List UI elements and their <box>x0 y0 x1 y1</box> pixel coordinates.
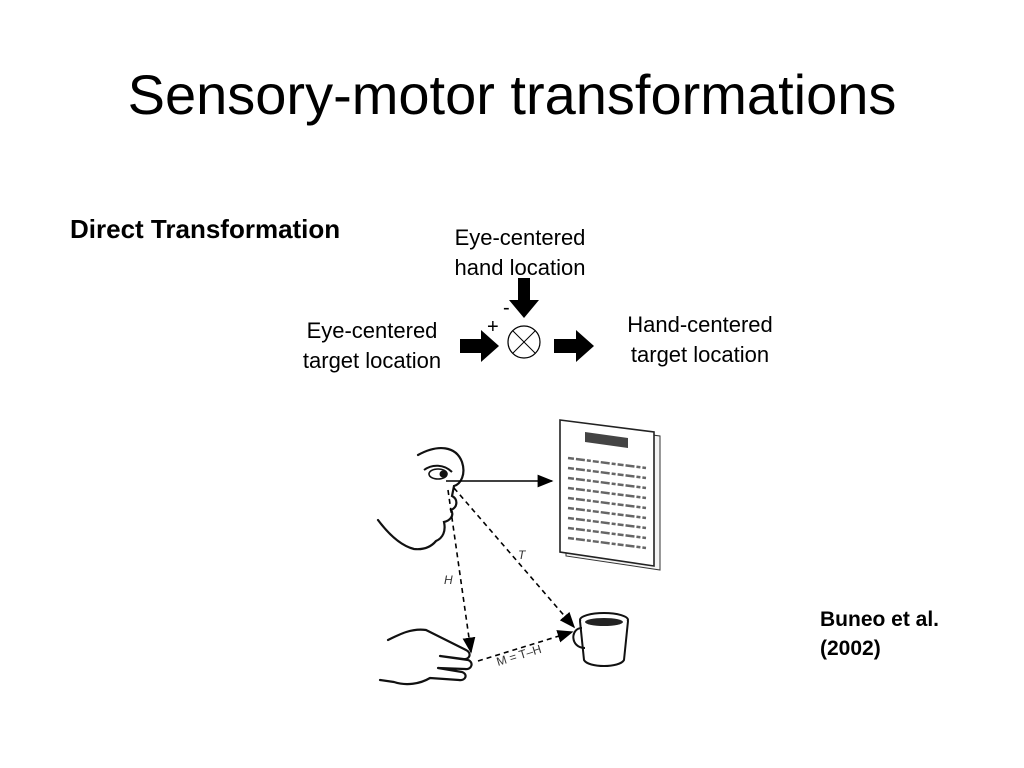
label-line: target location <box>302 348 442 373</box>
label-line: Eye-centered <box>454 225 586 250</box>
citation: Buneo et al. (2002) <box>820 605 939 663</box>
eye-icon <box>423 464 453 480</box>
citation-year: (2002) <box>820 637 881 660</box>
right-arrow-icon <box>460 330 499 362</box>
label-line: Eye-centered <box>306 318 438 343</box>
summing-junction-icon <box>507 325 541 359</box>
label-line: Hand-centered <box>627 312 773 337</box>
section-heading: Direct Transformation <box>70 214 341 244</box>
citation-authors: Buneo et al. <box>820 608 940 631</box>
vector-h-label: H <box>444 573 453 587</box>
label-line: target location <box>630 342 770 367</box>
right-arrow-icon <box>554 330 594 362</box>
document-icon <box>559 419 661 571</box>
coffee-cup-icon <box>572 612 629 667</box>
vector-m-label: M = T–H <box>495 642 543 669</box>
face-profile-icon <box>376 447 465 551</box>
slide-title: Sensory-motor transformations <box>127 63 897 126</box>
minus-sign: - <box>503 297 510 319</box>
down-arrow-icon <box>509 278 539 318</box>
hand-icon <box>378 628 473 686</box>
label-line: hand location <box>454 255 586 280</box>
eye-centered-hand-location-label: Eye-centered hand location <box>430 223 610 283</box>
eye-centered-target-location-label: Eye-centered target location <box>282 316 462 376</box>
plus-sign: + <box>487 316 499 338</box>
reaching-illustration <box>376 419 661 686</box>
vector-t-label: T <box>518 548 527 562</box>
hand-centered-target-location-label: Hand-centered target location <box>605 310 795 370</box>
